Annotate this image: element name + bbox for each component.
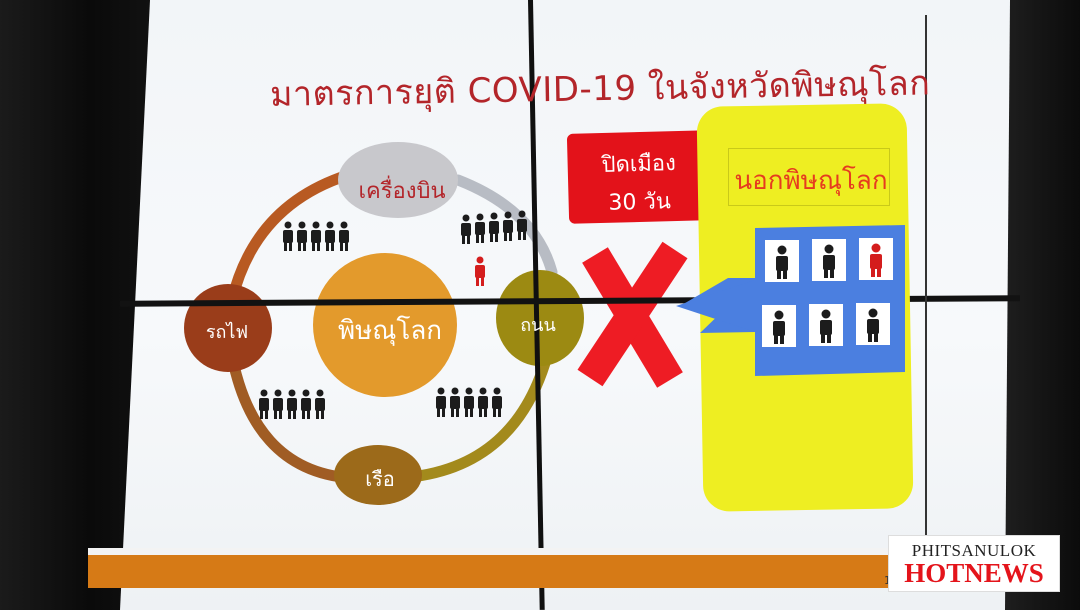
people-group-bottom-left xyxy=(259,389,325,419)
person-icon xyxy=(762,305,796,347)
plane-node-label: เครื่องบิน xyxy=(358,179,446,204)
center-label: พิษณุโลก xyxy=(337,316,443,346)
people-group-bottom-right xyxy=(436,387,502,417)
person-red-icon xyxy=(859,238,893,280)
person-icon xyxy=(765,240,799,282)
road-node-label: ถนน xyxy=(520,315,556,336)
rail-node-label: รถไฟ xyxy=(205,322,249,343)
slide-right-rule xyxy=(925,15,927,535)
x-mark-icon xyxy=(577,241,688,388)
person-icon xyxy=(856,303,890,345)
person-red-icon xyxy=(475,256,485,286)
people-group-top-right xyxy=(461,210,527,244)
person-icon xyxy=(812,239,846,281)
plane-node xyxy=(338,142,458,218)
watermark-bottom-text: HOTNEWS xyxy=(904,558,1044,588)
boat-node-label: เรือ xyxy=(365,467,395,491)
watermark-logo: PHITSANULOK HOTNEWS xyxy=(888,535,1060,592)
center-circle xyxy=(313,253,457,397)
transport-ring xyxy=(224,169,558,484)
visitor-icons xyxy=(762,238,893,347)
slide-footer-bar xyxy=(88,548,998,588)
outside-label: นอกพิษณุโลก xyxy=(734,166,888,196)
arrow-left-icon xyxy=(680,225,905,376)
boat-node xyxy=(334,445,422,505)
watermark-top-text: PHITSANULOK xyxy=(911,541,1037,560)
road-node xyxy=(496,270,584,366)
person-icon xyxy=(809,304,843,346)
outside-label-box xyxy=(728,148,890,206)
slide-page-number: 1 xyxy=(884,574,891,587)
people-group-top-left xyxy=(283,221,349,251)
